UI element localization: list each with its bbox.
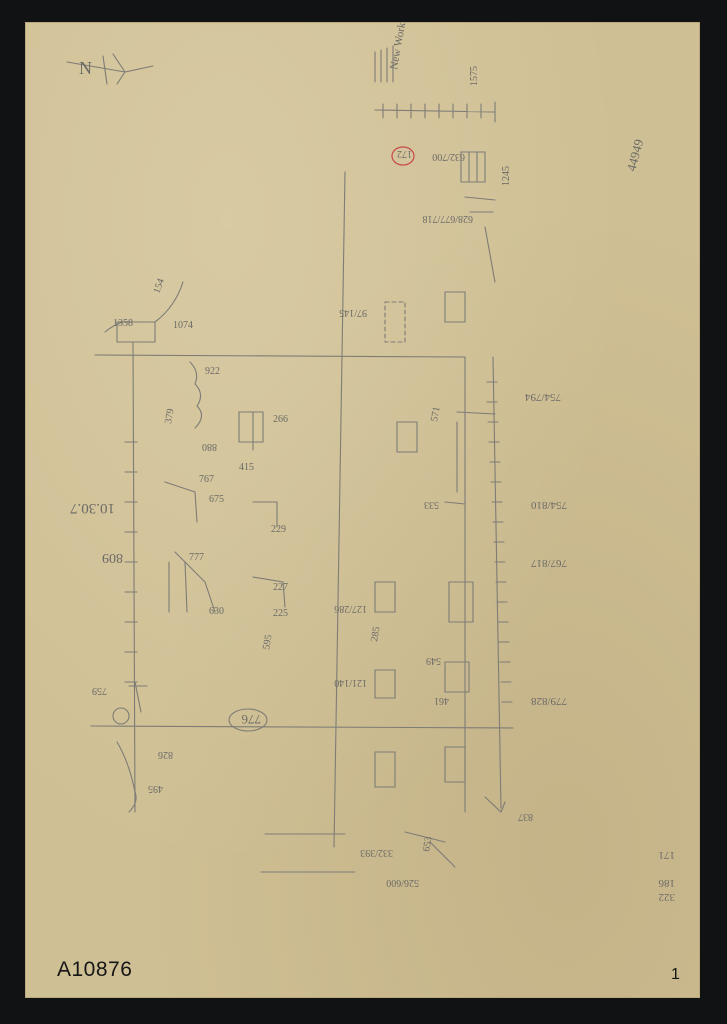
measurement: 630 [209,606,224,617]
measurement: 227 [273,582,288,593]
measurement: 266 [273,414,288,425]
measurement: 880 [202,441,217,452]
measurement: 595 [261,634,274,651]
measurement: 97/145 [339,307,367,318]
measurement: 495 [148,783,163,794]
new-work-label: New Work [388,22,408,71]
center-vertical-line [333,171,346,848]
measurement: 121/140 [334,677,367,688]
measurement: 285 [369,626,382,643]
measurement: 127/286 [334,603,367,614]
measurement: 1358 [113,318,133,329]
bottom-right-note-a: 171 [659,849,676,861]
catalog-number: A10876 [57,958,133,981]
measurement: 225 [273,608,288,619]
measurement: 922 [205,366,220,377]
measurement: 461 [434,695,449,706]
measurement: 1575 [469,66,480,86]
top-boundary-line [94,354,466,358]
measurement: 549 [426,655,441,666]
measurement: 415 [239,462,254,473]
measurement: 777 [189,552,204,563]
measurement: 754/794 [524,391,561,403]
measurement: 379 [163,408,176,425]
measurement: 767/817 [530,557,567,569]
measurement: 632/700 [432,151,465,162]
top-right-note: 44949 [623,138,646,173]
measurement: 675 [209,494,224,505]
measurement: 154 [151,277,166,295]
measurement: 1245 [501,166,512,186]
circled-center-note: 776 [241,712,261,727]
north-arrow-icon [66,53,154,85]
bottom-right-note-b: 186 [658,877,675,889]
measurement: 759 [92,685,107,696]
measurement: 837 [518,811,533,822]
measurement: 571 [429,406,442,423]
circled-top-note: 172 [397,148,412,159]
bottom-boundary-line [90,725,514,729]
measurement: 229 [271,524,286,535]
red-left-note: 809 [102,550,123,565]
sheet-number: 1 [671,966,680,983]
survey-card: N New Work 44949 10.30.7 809 776 172 171… [25,22,700,998]
measurement: 628/677/718 [422,213,473,224]
measurement: 767 [199,474,214,485]
measurement: 332/393 [360,847,393,858]
measurement: 1074 [173,320,193,331]
measurement: 526/600 [386,877,419,888]
measurement: 653 [421,836,434,853]
left-vertical-line [132,341,136,813]
measurement: 533 [424,499,439,510]
measurement: 779/828 [530,695,567,707]
red-time-note: 10.30.7 [70,500,116,516]
bottom-right-note-c: 322 [659,891,676,903]
survey-sketch: N New Work 44949 10.30.7 809 776 172 171… [66,22,676,903]
measurement: 754/810 [530,499,567,511]
north-label: N [79,58,92,78]
measurement: 826 [158,749,173,760]
